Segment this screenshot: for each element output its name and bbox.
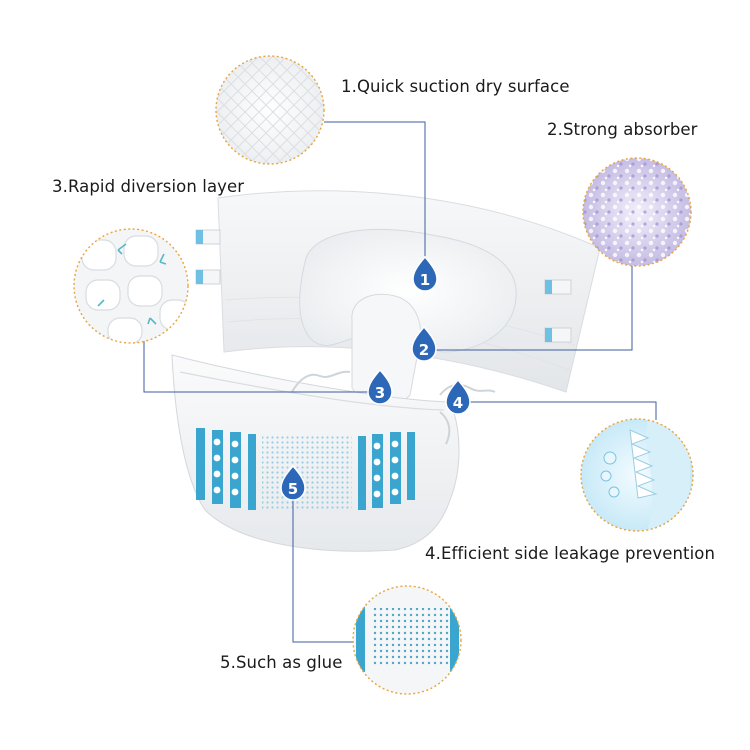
leg-cuffs bbox=[291, 370, 496, 445]
detail-circle-surface bbox=[215, 55, 325, 165]
diaper-front-cup bbox=[171, 354, 460, 552]
right-fastening-tapes bbox=[544, 279, 572, 343]
absorbent-core bbox=[299, 228, 517, 407]
left-glue-stripes bbox=[196, 428, 256, 510]
marker-5: 5 bbox=[280, 464, 306, 501]
leader-line-4 bbox=[462, 401, 657, 420]
leader-line-2 bbox=[432, 266, 633, 351]
marker-1-number: 1 bbox=[420, 271, 430, 289]
left-fastening-tapes bbox=[195, 229, 221, 285]
label-quick-suction: 1.Quick suction dry surface bbox=[341, 77, 570, 96]
detail-circle-diversion bbox=[73, 228, 189, 344]
label-side-leakage: 4.Efficient side leakage prevention bbox=[425, 544, 716, 563]
marker-3-number: 3 bbox=[375, 384, 385, 402]
leader-line-5 bbox=[292, 492, 353, 643]
leader-line-1 bbox=[324, 121, 426, 258]
right-glue-stripes bbox=[358, 432, 415, 510]
marker-2: 2 bbox=[411, 325, 437, 362]
marker-3: 3 bbox=[367, 368, 393, 405]
detail-circle-leak-guard bbox=[580, 418, 694, 532]
detail-circle-glue bbox=[352, 585, 462, 695]
marker-2-number: 2 bbox=[419, 341, 429, 359]
marker-4-number: 4 bbox=[453, 394, 463, 412]
label-glue: 5.Such as glue bbox=[220, 653, 343, 672]
marker-5-number: 5 bbox=[288, 480, 298, 498]
label-rapid-diversion: 3.Rapid diversion layer bbox=[52, 177, 245, 196]
label-strong-absorber: 2.Strong absorber bbox=[547, 120, 698, 139]
detail-circle-absorber bbox=[582, 157, 692, 267]
marker-4: 4 bbox=[445, 378, 471, 415]
marker-1: 1 bbox=[412, 255, 438, 292]
